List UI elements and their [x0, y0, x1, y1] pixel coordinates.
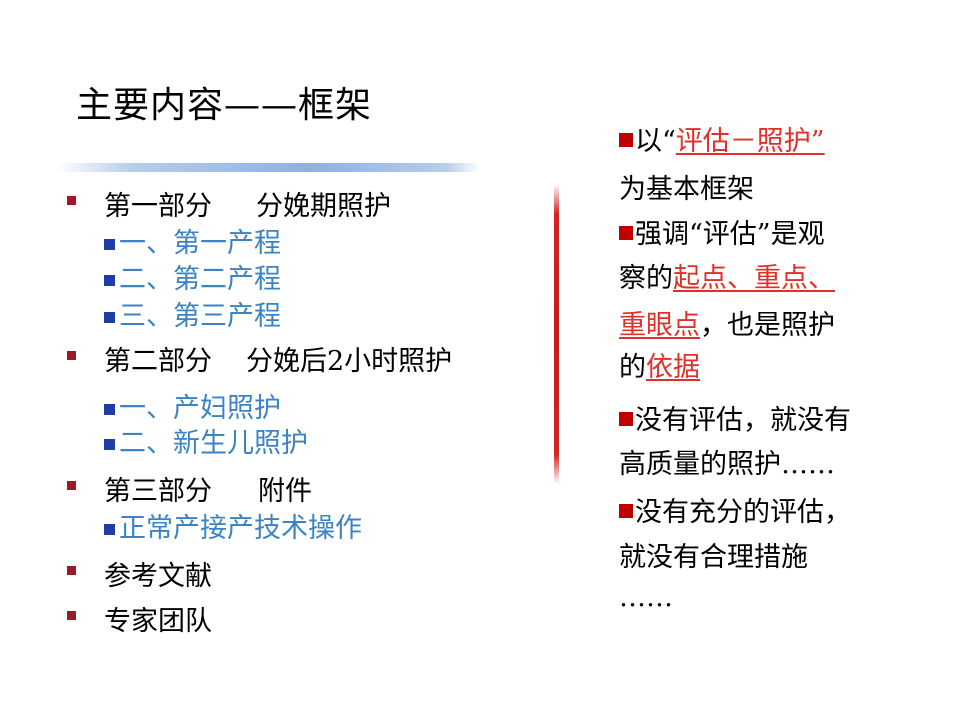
- highlight-text: 评估－照护”: [675, 126, 825, 157]
- square-bullet-icon: [619, 412, 633, 426]
- sub-item: 一、第一产程: [104, 221, 281, 260]
- note-line: 没有充分的评估，: [619, 490, 851, 529]
- note-text: 强调“评估”是观: [635, 219, 825, 250]
- highlight-text: 依据: [646, 352, 700, 383]
- part-topic: 附件: [258, 476, 312, 507]
- note-text: 的: [619, 352, 646, 383]
- square-bullet-icon: [104, 439, 115, 450]
- square-bullet-icon: [619, 226, 633, 240]
- square-bullet-icon: [104, 404, 115, 415]
- square-bullet-icon: [67, 611, 76, 620]
- highlight-text: 重眼点: [619, 310, 700, 341]
- sub-item: 二、第二产程: [104, 257, 281, 296]
- part-label: 第三部分: [104, 476, 212, 507]
- note-line: 察的起点、重点、: [619, 256, 835, 295]
- note-text: 以“: [635, 126, 676, 157]
- note-text: ，也是照护: [700, 310, 835, 341]
- sub-item-text: 一、第一产程: [119, 228, 281, 259]
- outline-references: 参考文献: [67, 554, 212, 593]
- square-bullet-icon: [67, 351, 76, 360]
- square-bullet-icon: [104, 275, 115, 286]
- outline-part-3: 第三部分 附件: [67, 469, 312, 508]
- sub-item: 一、产妇照护: [104, 386, 281, 425]
- note-text: 没有评估，就没有: [635, 405, 851, 436]
- note-line: 高质量的照护……: [619, 449, 835, 480]
- note-line: ……: [619, 582, 673, 613]
- square-bullet-icon: [104, 524, 115, 535]
- square-bullet-icon: [67, 196, 76, 205]
- slide-title: 主要内容——框架: [76, 85, 373, 126]
- sub-item-text: 二、第二产程: [119, 264, 281, 295]
- sub-item: 二、新生儿照护: [104, 421, 308, 460]
- square-bullet-icon: [67, 481, 76, 490]
- square-bullet-icon: [104, 239, 115, 250]
- part-topic: 分娩后2小时照护: [246, 346, 453, 377]
- sub-item: 正常产接产技术操作: [104, 506, 362, 545]
- part-topic: 分娩期照护: [256, 191, 391, 222]
- square-bullet-icon: [67, 566, 76, 575]
- note-line: 重眼点，也是照护: [619, 303, 835, 342]
- note-line: 为基本框架: [619, 174, 754, 205]
- part-label: 第一部分: [104, 191, 212, 222]
- highlight-text: 起点、重点、: [673, 263, 835, 294]
- square-bullet-icon: [104, 312, 115, 323]
- note-line: 没有评估，就没有: [619, 398, 851, 437]
- references-text: 参考文献: [104, 561, 212, 592]
- title-underline-bar: [56, 163, 480, 172]
- note-line: 就没有合理措施: [619, 542, 808, 573]
- outline-part-1: 第一部分 分娩期照护: [67, 184, 391, 223]
- note-text: 察的: [619, 263, 673, 294]
- note-line: 的依据: [619, 345, 700, 384]
- note-line: 强调“评估”是观: [619, 212, 825, 251]
- note-text: 没有充分的评估，: [635, 497, 851, 528]
- vertical-divider: [554, 184, 559, 484]
- experts-text: 专家团队: [104, 606, 212, 637]
- sub-item-text: 三、第三产程: [119, 301, 281, 332]
- outline-experts: 专家团队: [67, 599, 212, 638]
- note-line: 以“评估－照护”: [619, 119, 842, 158]
- square-bullet-icon: [619, 133, 633, 147]
- outline-part-2: 第二部分 分娩后2小时照护: [67, 339, 453, 378]
- sub-item-text: 一、产妇照护: [119, 393, 281, 424]
- square-bullet-icon: [619, 504, 633, 518]
- sub-item: 三、第三产程: [104, 294, 281, 333]
- sub-item-text: 二、新生儿照护: [119, 428, 308, 459]
- part-label: 第二部分: [104, 346, 212, 377]
- sub-item-text: 正常产接产技术操作: [119, 513, 362, 544]
